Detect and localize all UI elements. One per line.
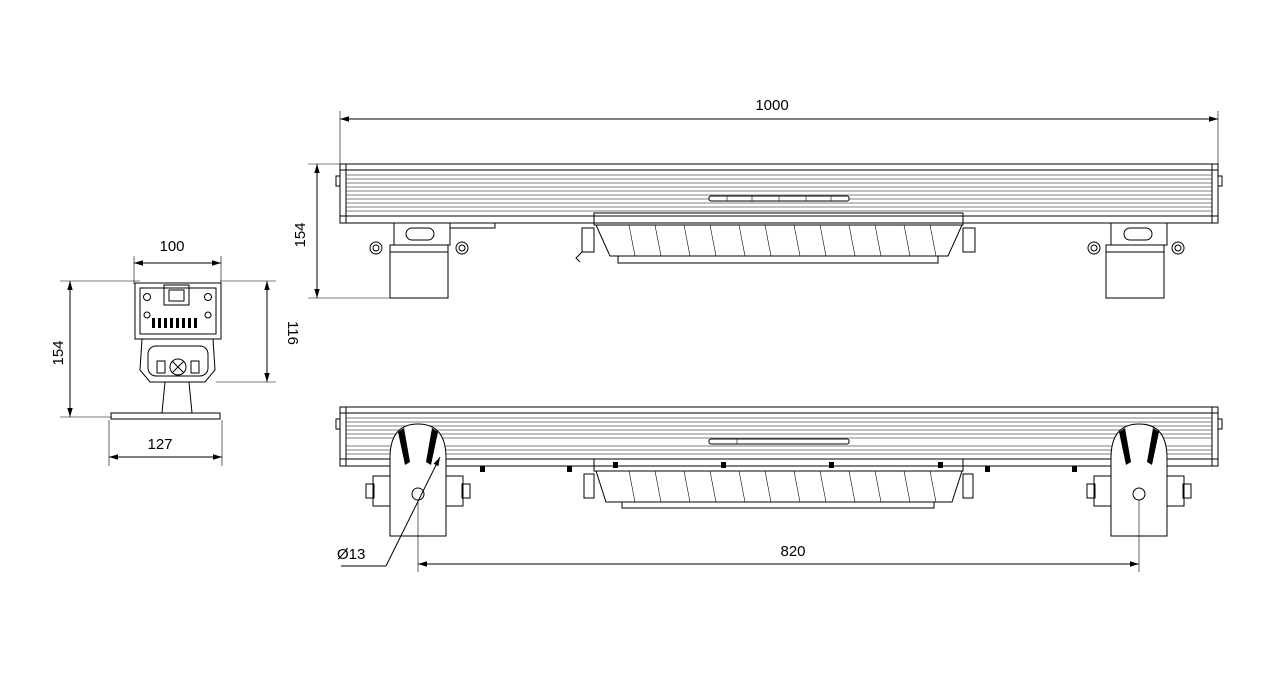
connector-row	[152, 318, 197, 328]
side-view	[60, 256, 276, 466]
dim-side-height-body: 116	[284, 321, 301, 345]
dim-hole-diameter: Ø13	[337, 546, 365, 563]
heatsink-fins	[346, 417, 1212, 455]
dim-side-width: 100	[159, 238, 184, 255]
front-view-top	[308, 111, 1223, 299]
dim-side-height-total: 154	[50, 340, 67, 365]
dim-bracket-spacing: 820	[780, 543, 805, 560]
dim-side-base: 127	[147, 436, 172, 453]
dim-top-height: 154	[292, 222, 309, 247]
front-view-bottom	[335, 406, 1223, 537]
dim-top-length: 1000	[755, 97, 788, 114]
heatsink-fins	[346, 174, 1212, 212]
